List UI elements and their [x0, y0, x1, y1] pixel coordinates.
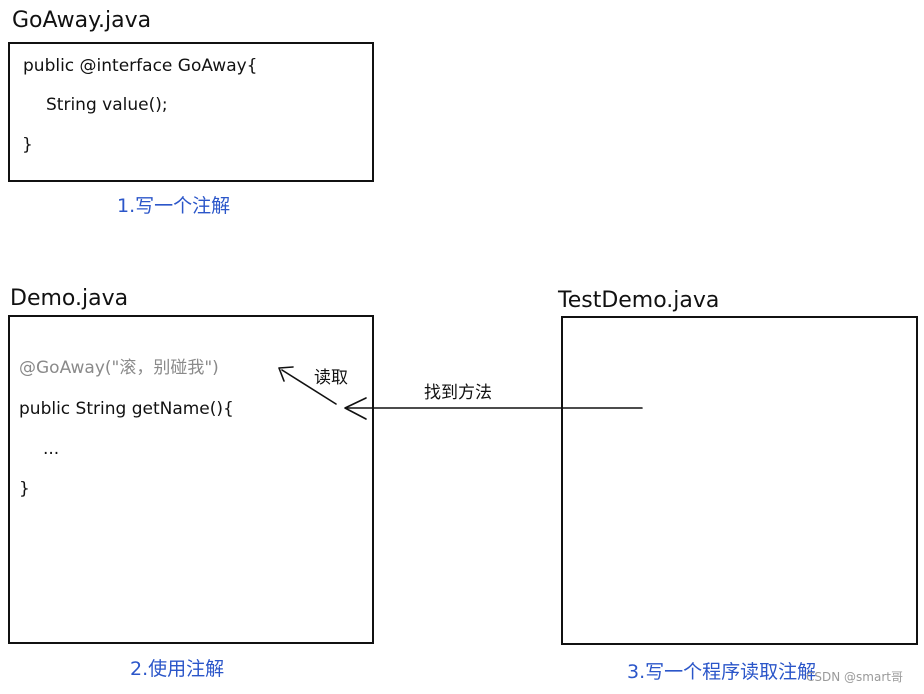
goaway-code-line-1: public @interface GoAway{ [23, 56, 258, 76]
goaway-filename: GoAway.java [12, 8, 152, 33]
testdemo-caption: 3.写一个程序读取注解 [627, 661, 817, 683]
find-method-arrowhead [344, 397, 367, 420]
goaway-code-line-2: String value(); [46, 95, 168, 115]
demo-code-line-3: } [19, 479, 30, 499]
goaway-caption: 1.写一个注解 [117, 195, 231, 217]
goaway-code-line-3: } [22, 135, 33, 155]
testdemo-filename: TestDemo.java [558, 288, 720, 313]
watermark: CSDN @smart哥 [806, 670, 903, 684]
demo-code-line-2: ... [43, 439, 60, 459]
read-arrowhead [278, 366, 294, 382]
read-label: 读取 [314, 368, 348, 388]
demo-annotation-line: @GoAway("滚，别碰我") [19, 358, 219, 378]
goaway-code-box [8, 42, 374, 182]
demo-code-box [8, 315, 374, 644]
demo-caption: 2.使用注解 [130, 658, 225, 680]
read-arrow-line [281, 369, 337, 405]
find-method-label: 找到方法 [424, 383, 492, 403]
testdemo-code-box [561, 316, 918, 645]
demo-code-line-1: public String getName(){ [19, 399, 234, 419]
demo-filename: Demo.java [10, 286, 129, 311]
